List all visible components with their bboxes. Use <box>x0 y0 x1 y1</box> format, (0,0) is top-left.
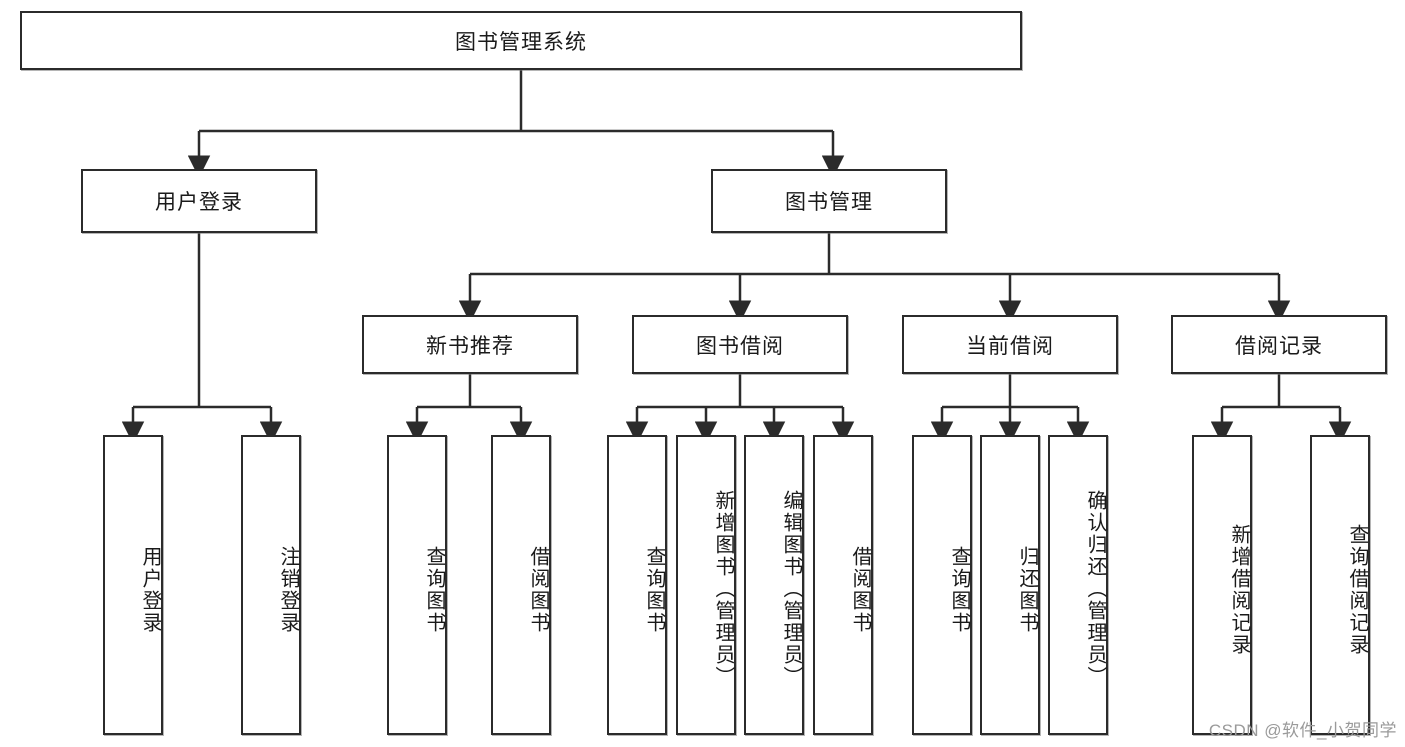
node-label: 注销登录 <box>277 546 299 634</box>
node-label: 查询图书 <box>423 546 445 634</box>
node-label: 新增借阅记录 <box>1228 524 1250 656</box>
node-label: 查询图书 <box>948 546 970 634</box>
node-label: 归还图书 <box>1016 546 1038 634</box>
node-label: 编辑图书（管理员） <box>780 490 802 688</box>
node-label: 图书管理 <box>785 191 873 214</box>
leaf-query-books-borrow[interactable]: 查询图书 <box>607 435 667 735</box>
node-book-management[interactable]: 图书管理 <box>711 169 947 233</box>
node-label: 新书推荐 <box>426 334 514 358</box>
node-label: 当前借阅 <box>966 334 1054 358</box>
leaf-borrow-books-recommend[interactable]: 借阅图书 <box>491 435 551 735</box>
node-label: 确认归还（管理员） <box>1084 490 1106 688</box>
node-user-login[interactable]: 用户登录 <box>81 169 317 233</box>
leaf-query-books-recommend[interactable]: 查询图书 <box>387 435 447 735</box>
leaf-user-login[interactable]: 用户登录 <box>103 435 163 735</box>
node-label: 图书借阅 <box>696 334 784 358</box>
node-label: 借阅图书 <box>849 546 871 634</box>
leaf-confirm-return-admin[interactable]: 确认归还（管理员） <box>1048 435 1108 735</box>
node-book-borrow[interactable]: 图书借阅 <box>632 315 848 374</box>
node-label: 用户登录 <box>139 546 161 634</box>
leaf-add-book-admin[interactable]: 新增图书（管理员） <box>676 435 736 735</box>
leaf-logout[interactable]: 注销登录 <box>241 435 301 735</box>
node-label: 用户登录 <box>155 191 243 214</box>
node-label: 查询借阅记录 <box>1346 524 1368 656</box>
node-label: 借阅记录 <box>1235 334 1323 358</box>
node-root-book-management-system[interactable]: 图书管理系统 <box>20 11 1022 70</box>
node-borrow-record[interactable]: 借阅记录 <box>1171 315 1387 374</box>
leaf-query-books-current[interactable]: 查询图书 <box>912 435 972 735</box>
leaf-add-borrow-record[interactable]: 新增借阅记录 <box>1192 435 1252 735</box>
leaf-edit-book-admin[interactable]: 编辑图书（管理员） <box>744 435 804 735</box>
node-label: 借阅图书 <box>527 546 549 634</box>
leaf-query-borrow-record[interactable]: 查询借阅记录 <box>1310 435 1370 735</box>
node-label: 新增图书（管理员） <box>712 490 734 688</box>
node-new-book-recommend[interactable]: 新书推荐 <box>362 315 578 374</box>
leaf-return-books[interactable]: 归还图书 <box>980 435 1040 735</box>
node-label: 查询图书 <box>643 546 665 634</box>
watermark-text: CSDN @软件_小贺同学 <box>1208 721 1397 740</box>
leaf-borrow-books[interactable]: 借阅图书 <box>813 435 873 735</box>
node-current-borrow[interactable]: 当前借阅 <box>902 315 1118 374</box>
node-label: 图书管理系统 <box>455 30 587 54</box>
